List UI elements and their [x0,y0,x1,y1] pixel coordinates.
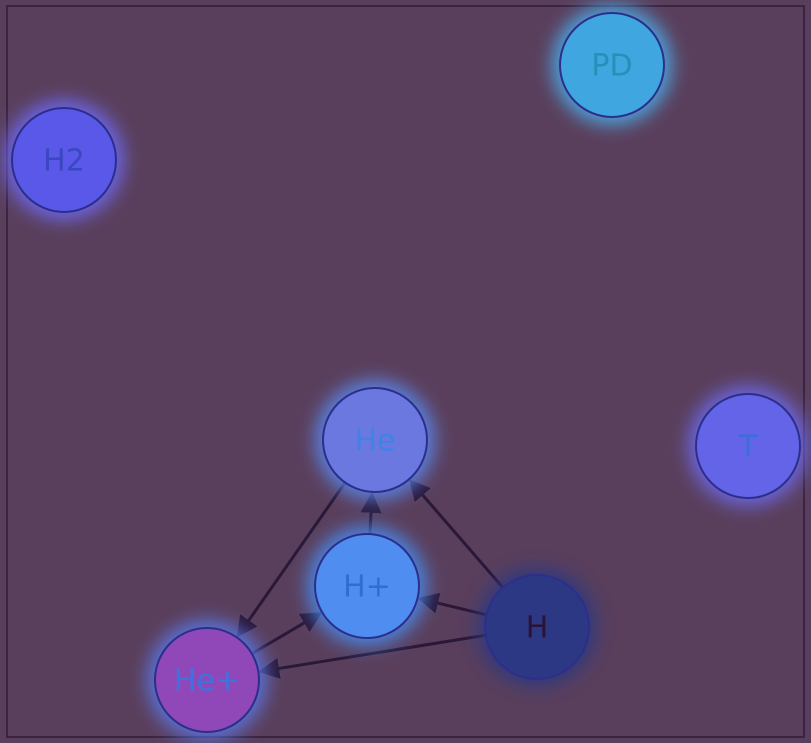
edge-h-to-he [408,479,504,588]
node-circle[interactable] [314,533,420,639]
node-label: He [354,424,395,459]
edge-h-to-hp [417,592,486,617]
node-t[interactable]: T [688,386,808,506]
nodes-layer: H2 PD He T H+ H He+ [4,5,808,740]
node-circle[interactable] [559,12,665,118]
edge-h-to-hep [258,633,485,679]
node-label: H [526,611,549,646]
node-label: T [738,430,758,465]
node-label: H2 [43,144,85,179]
node-label: He+ [174,664,240,699]
node-label: H+ [343,570,391,605]
node-circle[interactable] [322,387,428,493]
node-circle[interactable] [695,393,801,499]
node-pd[interactable]: PD [552,5,672,125]
node-h[interactable]: H [477,567,597,687]
edges-layer [236,479,504,679]
node-hep[interactable]: He+ [147,620,267,740]
node-label: PD [591,49,632,84]
node-hp[interactable]: H+ [307,526,427,646]
node-circle[interactable] [484,574,590,680]
node-h2[interactable]: H2 [4,100,124,220]
node-circle[interactable] [154,627,260,733]
node-circle[interactable] [11,107,117,213]
edge-hep-to-hp [251,612,323,655]
node-he[interactable]: He [315,380,435,500]
edge-he-to-hep [236,482,346,638]
diagram-frame [6,5,805,738]
